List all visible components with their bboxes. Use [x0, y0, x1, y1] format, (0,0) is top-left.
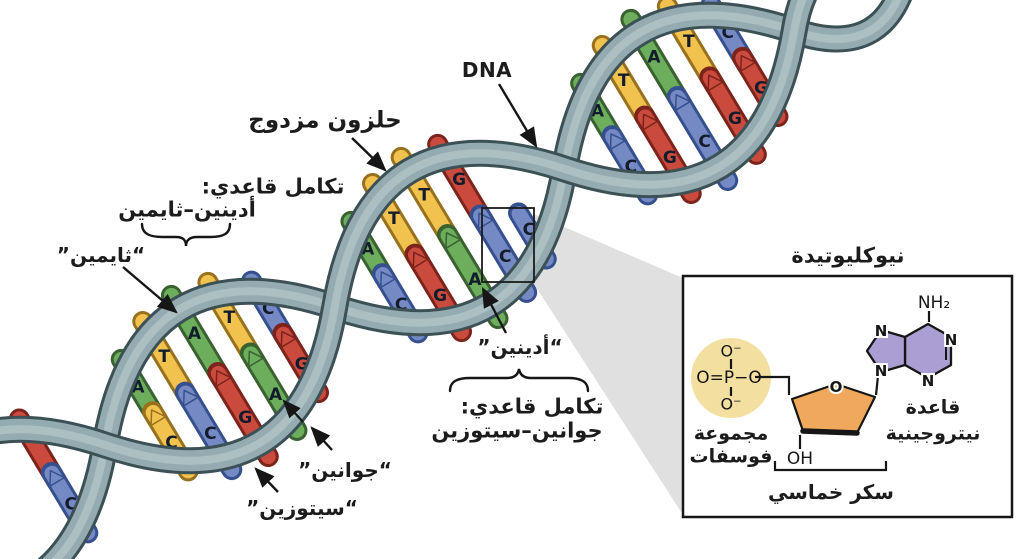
arrow-guanine [310, 426, 333, 451]
base-letter: G [238, 408, 252, 428]
base-letter: A [188, 324, 202, 344]
base-letter: T [388, 209, 400, 229]
base-letter: A [468, 270, 482, 290]
base-letter: G [663, 148, 677, 168]
amine-label: NH₂ [918, 293, 950, 313]
label-dna: DNA [461, 58, 513, 82]
hydroxyl-label: OH [787, 449, 813, 469]
label-pentose-sugar: سكر خماسي [768, 480, 894, 504]
label-thymine: “ثايمين” [56, 243, 146, 267]
nitrogen-n1-label: N [945, 331, 958, 349]
label-guanine: “جوانين” [298, 458, 392, 482]
label-adenine: “أدينين” [477, 335, 563, 359]
nitrogen-n3-label: N [922, 372, 935, 390]
label-at-pairing-line1: تكامل قاعدي: [201, 174, 345, 199]
label-phosphate-group-line2: فوسفات [689, 445, 773, 468]
ring-oxygen-label: O [830, 378, 843, 396]
arrow-thymine [122, 266, 178, 314]
phosphate-formula-label: O=P−O [696, 368, 762, 388]
arrow-cytosine [254, 467, 279, 493]
nitrogen-n7-label: N [875, 322, 888, 340]
base-letter: C [204, 424, 216, 444]
label-cytosine: “سيتوزين” [246, 496, 358, 520]
base-letter: C [698, 132, 710, 152]
sugar-bottom-edge [800, 428, 860, 436]
gc-pairing-brace [448, 368, 590, 393]
arrow-adenine-rod [282, 399, 304, 423]
zoom-source-box [481, 207, 535, 283]
label-gc-pairing-line1: تكامل قاعدي: [460, 394, 604, 419]
arrow-adenine [481, 286, 508, 334]
base-letter: T [224, 308, 236, 328]
base-letter: T [683, 32, 695, 52]
label-nucleotide-title: نيوكليوتيدة [791, 243, 905, 268]
label-phosphate-group-line1: مجموعة [693, 422, 769, 445]
o-minus-bottom-label: O⁻ [720, 395, 741, 414]
base-letter: A [269, 385, 283, 405]
sugar-bracket [773, 461, 888, 472]
base-letter: T [158, 347, 170, 367]
base-letter: T [618, 71, 630, 91]
phosphate-circle [691, 338, 771, 418]
label-nitrogenous-base-line2: نيتروجينية [885, 422, 981, 445]
at-pairing-brace [140, 222, 232, 247]
o-minus-top-label: O⁻ [720, 342, 741, 361]
base-letter: G [728, 109, 742, 129]
purine-pentagon [865, 328, 907, 374]
arrow-double-helix [351, 137, 387, 172]
nitrogen-n9-label: N [875, 362, 888, 380]
base-letter: G [433, 286, 447, 306]
bond-phosphate-sugar [755, 375, 791, 395]
base-letter: A [647, 48, 661, 68]
helix-strand-front [0, 0, 914, 559]
base-letter: C [499, 247, 511, 267]
bond-glycosidic [874, 375, 880, 396]
magnifier-beam [534, 214, 683, 515]
base-letter: G [452, 170, 466, 190]
base-letter: T [418, 186, 430, 206]
label-at-pairing-line2: أدينين–ثايمين [118, 197, 256, 222]
label-nitrogenous-base-line1: قاعدة [905, 396, 961, 419]
label-gc-pairing-line2: جوانين–سيتوزين [431, 418, 603, 443]
arrow-dna [497, 83, 538, 149]
label-double-helix: حلزون مزدوج [248, 107, 402, 134]
